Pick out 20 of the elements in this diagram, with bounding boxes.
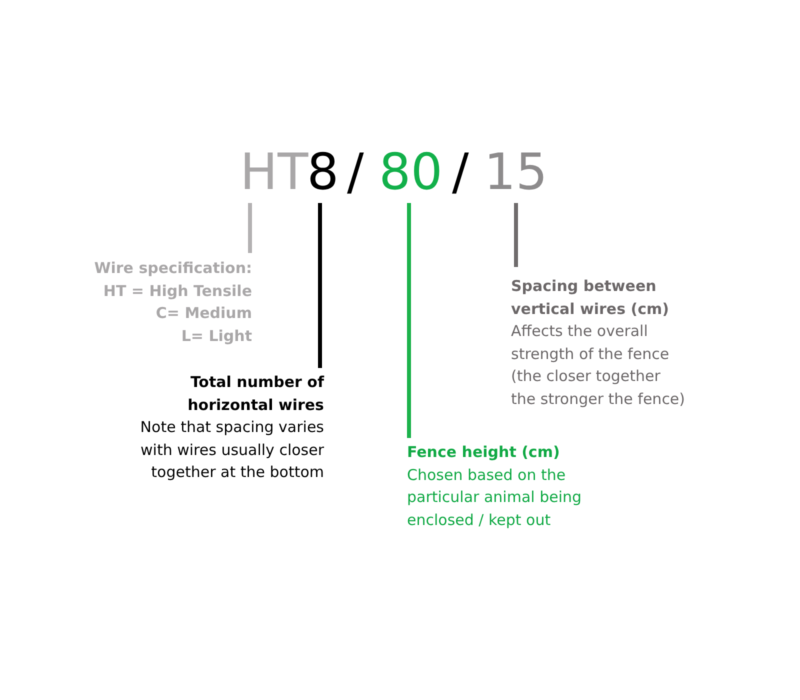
note-text: Chosen based on the particular animal being enclosed / kept out: [407, 464, 583, 530]
note-text: L= Light: [180, 326, 252, 346]
leader-line: [318, 203, 322, 368]
leader-line: [407, 203, 411, 438]
note-heading: Wire specification:: [93, 258, 252, 279]
code-part: 80: [379, 147, 443, 203]
note-text: C= Medium: [154, 303, 252, 324]
note-heading: Spacing between vertical wires (cm): [511, 276, 670, 320]
leader-line: [248, 203, 252, 253]
separator: /: [347, 147, 364, 197]
code-part: HT: [240, 147, 308, 203]
code-part: 15: [484, 147, 548, 203]
note-text: Affects the overall strength of the fence (the closer together the stronger the fence): [511, 321, 686, 410]
note-heading: Total number of horizontal wires: [186, 372, 324, 416]
note-text: Note that spacing varies with wires usually closer together at the bottom: [139, 417, 324, 483]
note-heading: Fence height (cm): [407, 442, 561, 463]
leader-line: [514, 203, 518, 267]
separator: /: [452, 147, 469, 197]
code-part: 8: [307, 147, 339, 203]
note-text: HT = High Tensile: [102, 280, 252, 302]
